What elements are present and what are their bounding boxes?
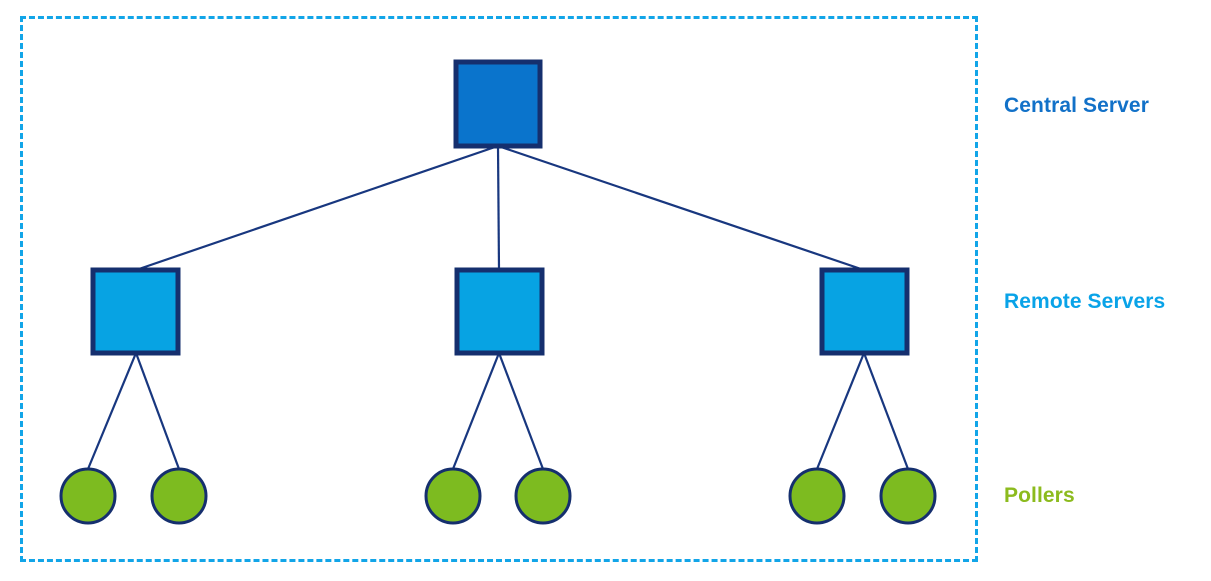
remote-server-node-1[interactable] — [90, 267, 181, 356]
connector-group-central-to-remote — [135, 144, 865, 272]
poller-node-3[interactable] — [424, 467, 482, 525]
edge-remote-1-to-poller-1 — [86, 352, 138, 470]
poller-node-5[interactable] — [788, 467, 846, 525]
remote-server-node-2[interactable] — [454, 267, 545, 356]
remote-server-node-3[interactable] — [819, 267, 910, 356]
connector-group-remote-to-pollers — [86, 352, 910, 470]
edge-central-to-remote-3 — [497, 144, 865, 272]
deployment-zone-boundary — [20, 16, 978, 562]
edge-remote-2-to-poller-4 — [497, 352, 545, 470]
edge-central-to-remote-1 — [135, 144, 499, 272]
tier-label-pollers: Pollers — [1004, 484, 1075, 507]
poller-node-group[interactable] — [59, 467, 937, 525]
tier-label-central-server: Central Server — [1004, 94, 1149, 117]
central-server-node[interactable] — [453, 59, 543, 149]
central-server-node-group[interactable] — [453, 59, 543, 149]
edge-remote-3-to-poller-6 — [862, 352, 910, 470]
remote-server-node-group[interactable] — [90, 267, 910, 356]
edge-remote-1-to-poller-2 — [134, 352, 181, 470]
poller-node-2[interactable] — [150, 467, 208, 525]
edge-remote-2-to-poller-3 — [451, 352, 501, 470]
edge-remote-3-to-poller-5 — [815, 352, 866, 470]
poller-node-1[interactable] — [59, 467, 117, 525]
edge-central-to-remote-2 — [496, 145, 501, 271]
poller-node-6[interactable] — [879, 467, 937, 525]
poller-node-4[interactable] — [514, 467, 572, 525]
tier-label-remote-servers: Remote Servers — [1004, 290, 1166, 313]
